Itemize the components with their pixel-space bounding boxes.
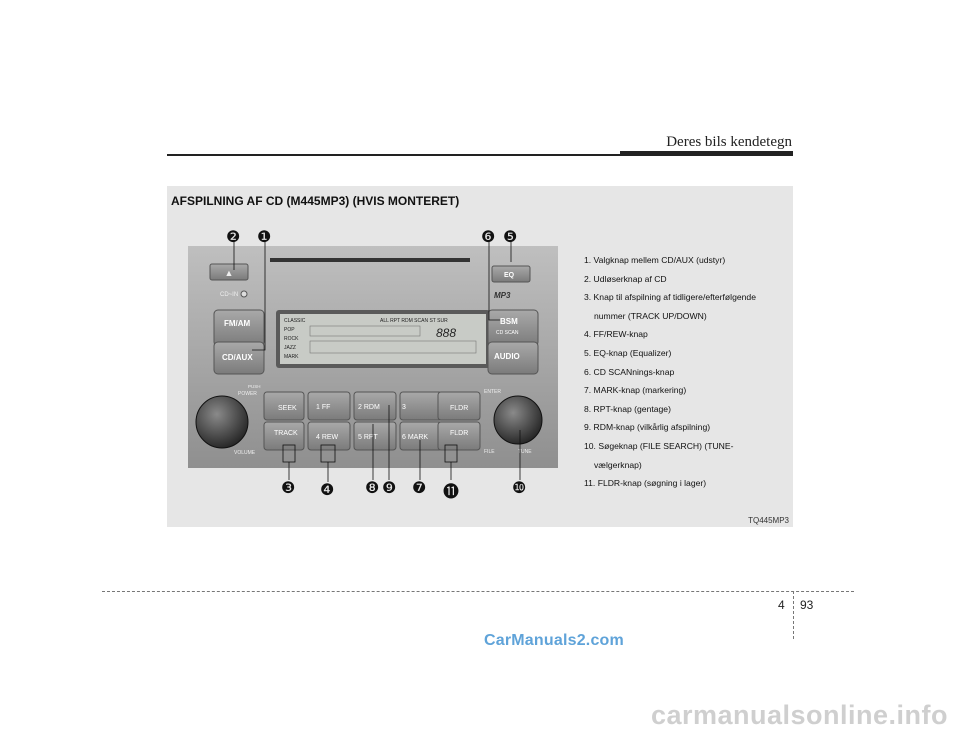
- display-digits: 888: [436, 326, 456, 340]
- preset-2-label: 2 RDM: [358, 404, 380, 411]
- section-title: AFSPILNING AF CD (M445MP3) (HVIS MONTERE…: [171, 194, 460, 208]
- audio-label: AUDIO: [494, 352, 520, 361]
- eject-icon: ▲: [225, 268, 234, 278]
- page-number: 93: [800, 598, 814, 612]
- legend-list: 1. Valgknap mellem CD/AUX (udstyr) 2. Ud…: [584, 251, 790, 493]
- chapter-number: 4: [778, 598, 785, 612]
- cd-in-label: CD~IN: [220, 292, 238, 298]
- preset-4-label: 4 REW: [316, 434, 339, 441]
- legend-item-6: 6. CD SCANnings-knap: [584, 366, 675, 377]
- cd-scan-label: CD SCAN: [496, 330, 519, 336]
- legend-item-4: 4. FF/REW-knap: [584, 329, 648, 340]
- display-screen: [280, 314, 486, 364]
- preset-6-label: 6 MARK: [402, 434, 428, 441]
- cd-aux-button: [213, 341, 265, 375]
- callout-1: ❶: [257, 229, 272, 246]
- preset-1-button: [307, 391, 351, 421]
- preset-3-label: 3: [402, 404, 406, 411]
- tune-knob: [493, 395, 543, 445]
- callout-9: ❾: [382, 480, 397, 497]
- fm-am-label: FM/AM: [224, 319, 251, 328]
- fldr-up-button: [437, 391, 481, 421]
- preset-2-button: [353, 391, 397, 421]
- display-mode-rock: ROCK: [284, 336, 299, 342]
- legend-item-3-cont: nummer (TRACK UP/DOWN): [594, 310, 707, 321]
- watermark-carmanuals2[interactable]: CarManuals2.com: [484, 632, 624, 649]
- legend-item-10: 10. Søgeknap (FILE SEARCH) (TUNE-: [584, 440, 734, 451]
- legend-item-7: 7. MARK-knap (markering): [584, 385, 687, 396]
- cd-slot: [270, 258, 470, 262]
- bsm-label: BSM: [500, 317, 518, 326]
- callout-8: ❽: [365, 480, 380, 497]
- fldr-down-button: [437, 421, 481, 451]
- display-mode-mark: MARK: [284, 354, 299, 360]
- footer-rule: [102, 591, 854, 592]
- fldr-up-label: FLDR: [450, 405, 468, 412]
- legend-item-11: 11. FLDR-knap (søgning i lager): [584, 478, 707, 489]
- display-mode-jazz: JAZZ: [284, 345, 296, 351]
- legend-item-2: 2. Udløserknap af CD: [584, 273, 667, 284]
- cd-aux-label: CD/AUX: [222, 353, 253, 362]
- cd-in-indicator: [240, 290, 248, 298]
- mp3-logo: MP3: [494, 291, 511, 300]
- callout-2: ❷: [226, 229, 241, 246]
- eq-label: EQ: [504, 272, 515, 279]
- legend-item-8: 8. RPT-knap (gentage): [584, 403, 671, 414]
- callout-5: ❺: [503, 229, 518, 246]
- preset-4-button: [307, 421, 351, 451]
- enter-label: ENTER: [484, 389, 501, 395]
- track-label: TRACK: [274, 430, 298, 437]
- header-rule: [167, 154, 793, 156]
- power-label: POWER: [238, 391, 257, 397]
- display-mode-classic: CLASSIC: [284, 318, 306, 324]
- audio-button: [487, 341, 539, 375]
- fldr-down-label: FLDR: [450, 430, 468, 437]
- push-label: PUSH: [248, 384, 261, 389]
- display-mode-pop: POP: [284, 327, 295, 333]
- preset-5-button: [353, 421, 397, 451]
- eq-button: [491, 265, 531, 283]
- display-text-field: [309, 325, 421, 337]
- callout-6: ❻: [481, 229, 496, 246]
- legend-item-5: 5. EQ-knap (Equalizer): [584, 347, 672, 358]
- legend-item-3: 3. Knap til afspilning af tidligere/efte…: [584, 292, 756, 303]
- callout-10: ❿: [512, 480, 527, 497]
- watermark-carmanualsonline[interactable]: carmanualsonline.info: [650, 700, 948, 730]
- seek-label: SEEK: [278, 405, 297, 412]
- figure-code: TQ445MP3: [748, 516, 789, 525]
- preset-1-label: 1 FF: [316, 404, 330, 411]
- display-text-field-2: [309, 340, 477, 354]
- callout-7: ❼: [412, 480, 427, 497]
- callout-3: ❸: [281, 480, 296, 497]
- volume-knob: [195, 395, 249, 449]
- eject-button: [209, 263, 249, 281]
- display-status: ALL RPT RDM SCAN ST SUR: [380, 318, 448, 324]
- track-button: [263, 421, 305, 451]
- preset-5-label: 5 RPT: [358, 434, 379, 441]
- legend-item-9: 9. RDM-knap (vilkårlig afspilning): [584, 422, 711, 433]
- callout-4: ❹: [320, 482, 335, 499]
- callout-11: ⓫: [443, 484, 460, 501]
- seek-button: [263, 391, 305, 421]
- footer-divider: [793, 591, 794, 639]
- volume-label: VOLUME: [234, 450, 256, 456]
- legend-item-10-cont: vælgerknap): [594, 459, 642, 470]
- legend-item-1: 1. Valgknap mellem CD/AUX (udstyr): [584, 255, 726, 265]
- tune-label: TUNE: [518, 449, 532, 455]
- file-label: FILE: [484, 449, 495, 455]
- header-title: Deres bils kendetegn: [666, 134, 792, 150]
- header-rule-accent: [620, 151, 793, 156]
